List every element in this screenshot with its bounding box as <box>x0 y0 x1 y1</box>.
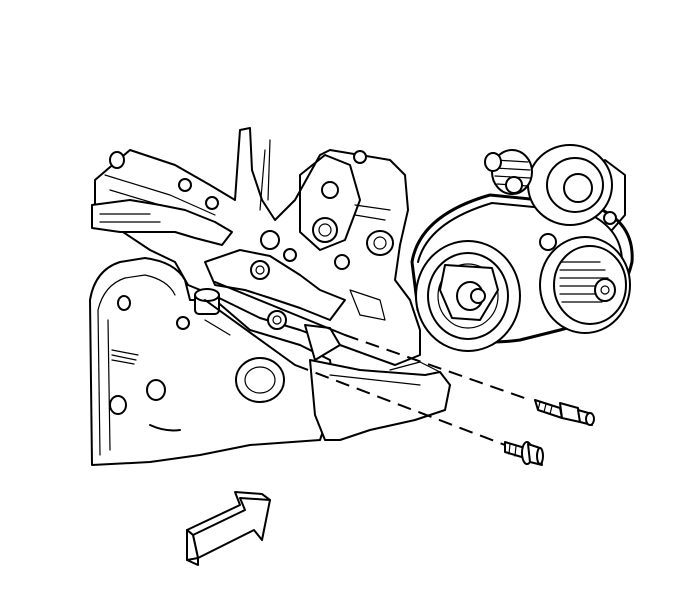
direction-arrow <box>186 491 271 566</box>
transmission-housing <box>89 257 336 466</box>
stud-bolt <box>534 399 595 426</box>
alignment-lines <box>204 281 531 446</box>
crankshaft-pulley <box>415 240 521 352</box>
water-pump-pulley <box>539 236 631 334</box>
tensioner <box>484 144 626 251</box>
hand <box>91 199 233 246</box>
oil-pan <box>309 359 451 441</box>
flange-bolt <box>504 441 544 466</box>
bracket <box>194 249 346 361</box>
